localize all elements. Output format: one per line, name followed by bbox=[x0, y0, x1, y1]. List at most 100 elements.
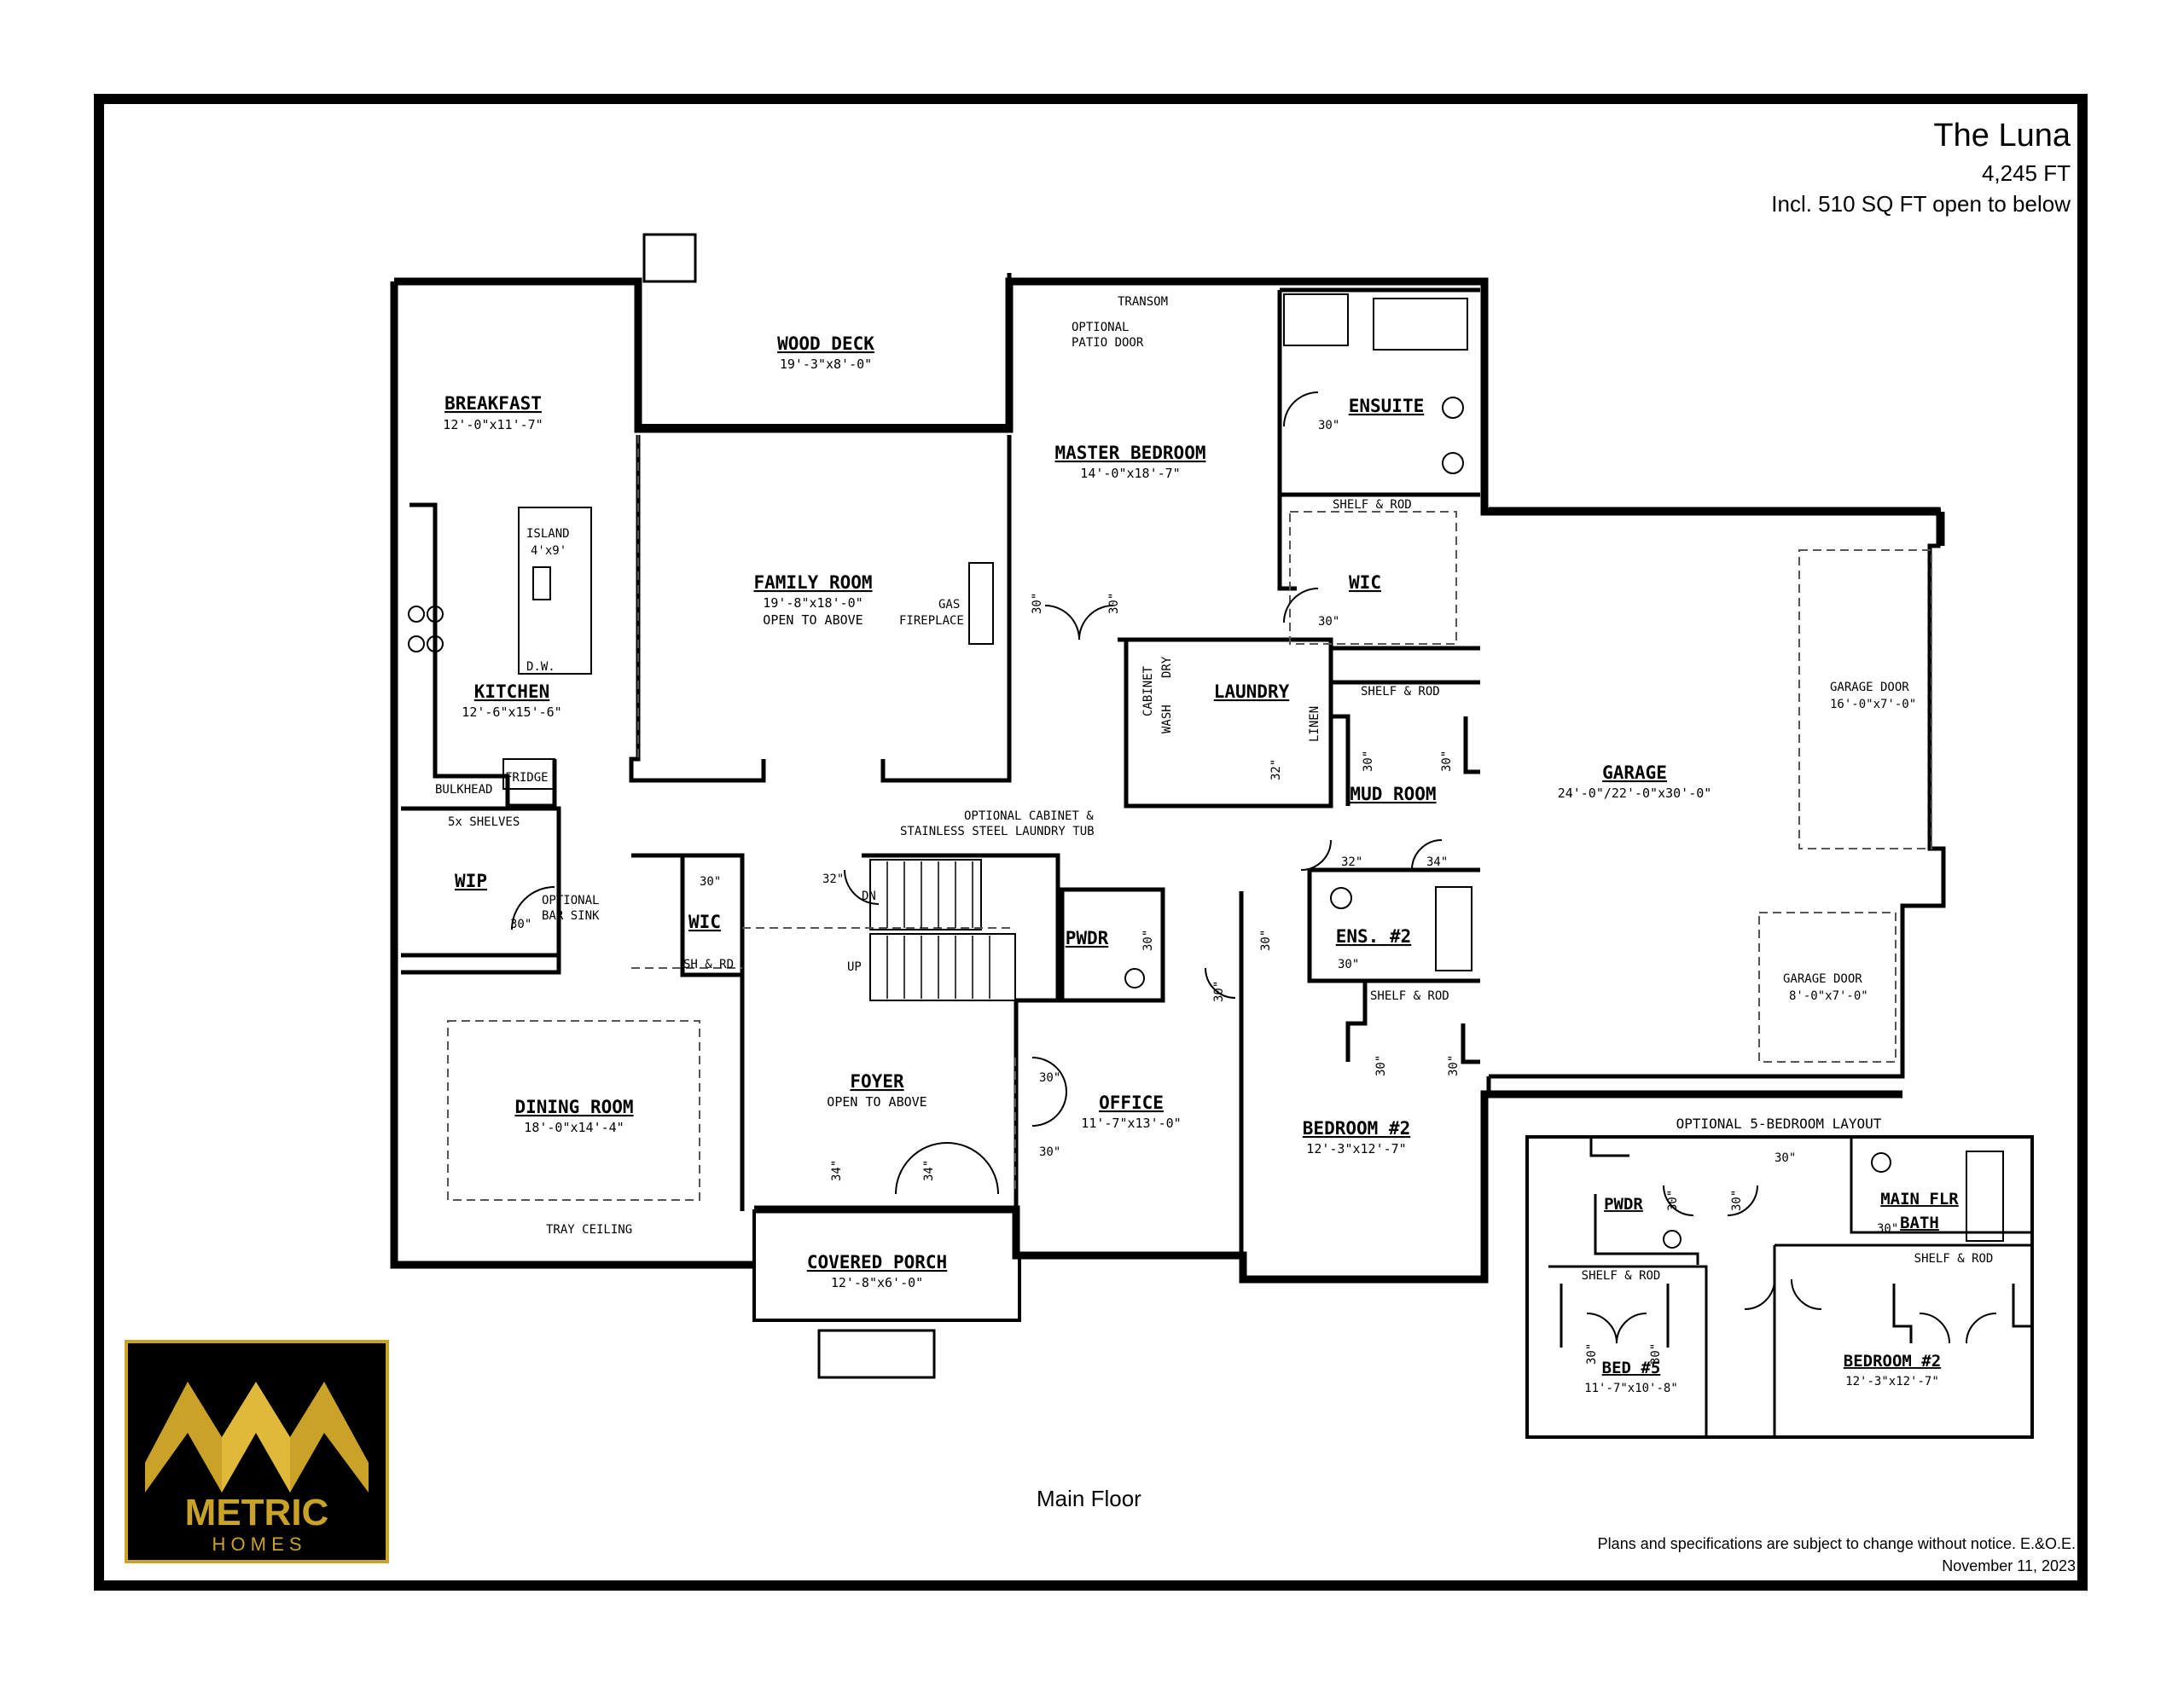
note-bar-sink-1: OPTIONAL bbox=[542, 894, 599, 907]
door-size-mud-entry: 32" bbox=[1341, 855, 1362, 869]
label-laundry: LAUNDRY bbox=[1214, 681, 1290, 702]
inset-shelf-rod-left: SHELF & ROD bbox=[1582, 1269, 1661, 1283]
room-dimensions: 19'-3"x8'-0" 12'-0"x11'-7" 14'-0"x18'-7"… bbox=[443, 357, 1711, 1290]
note-shelves: 5x SHELVES bbox=[448, 815, 520, 829]
note-wash: WASH bbox=[1160, 704, 1174, 733]
fixtures bbox=[408, 293, 1472, 988]
note-foyer-open: OPEN TO ABOVE bbox=[827, 1094, 926, 1110]
note-patio-2: PATIO DOOR bbox=[1072, 336, 1144, 350]
interior-walls bbox=[401, 273, 1480, 1254]
label-covered-porch: COVERED PORCH bbox=[807, 1252, 947, 1272]
door-size-laundry: 32" bbox=[1269, 759, 1283, 780]
note-cabinet: CABINET bbox=[1141, 665, 1155, 716]
inset-door-size-6: 30" bbox=[1649, 1343, 1663, 1365]
note-sh-rd: SH & RD bbox=[683, 958, 734, 971]
dims-bedroom-2: 12'-3"x12'-7" bbox=[1306, 1141, 1406, 1157]
square-footage: 4,245 FT bbox=[1981, 160, 2071, 186]
garage-walls bbox=[1486, 507, 1946, 1096]
label-wic-front: WIC bbox=[688, 912, 721, 932]
inset-bedroom2: BEDROOM #2 bbox=[1844, 1352, 1941, 1371]
dims-dining-room: 18'-0"x14'-4" bbox=[524, 1120, 624, 1135]
door-size-mud-right: 30" bbox=[1440, 751, 1454, 772]
note-island-1: ISLAND bbox=[526, 527, 570, 541]
inset-door-size-4: 30" bbox=[1877, 1222, 1898, 1236]
note-linen: LINEN bbox=[1308, 706, 1321, 742]
door-size-mud-left: 30" bbox=[1362, 751, 1375, 772]
door-size-ens2-inner: 30" bbox=[1338, 958, 1359, 971]
note-shelf-rod-2: SHELF & ROD bbox=[1361, 685, 1440, 699]
door-size-master-right: 30" bbox=[1107, 593, 1121, 614]
inset-door-size-3: 30" bbox=[1730, 1190, 1744, 1211]
door-size-ensuite: 30" bbox=[1318, 419, 1339, 432]
inset-pwdr: PWDR bbox=[1604, 1195, 1643, 1214]
dims-covered-porch: 12'-8"x6'-0" bbox=[831, 1275, 923, 1290]
room-labels: WOOD DECK BREAKFAST MASTER BEDROOM ENSUI… bbox=[444, 333, 1667, 1272]
label-mud-room: MUD ROOM bbox=[1350, 784, 1436, 804]
label-dining-room: DINING ROOM bbox=[514, 1097, 633, 1117]
label-family-room: FAMILY ROOM bbox=[753, 572, 872, 593]
dims-office: 11'-7"x13'-0" bbox=[1081, 1116, 1181, 1131]
inset-bedroom2-dims: 12'-3"x12'-7" bbox=[1845, 1375, 1939, 1388]
door-size-wip: 30" bbox=[510, 918, 531, 931]
note-bulkhead: BULKHEAD bbox=[435, 783, 492, 797]
door-size-office-top: 30" bbox=[1039, 1071, 1060, 1085]
label-pwdr: PWDR bbox=[1066, 928, 1109, 948]
label-wood-deck: WOOD DECK bbox=[777, 333, 874, 354]
door-size-front-left: 34" bbox=[830, 1160, 844, 1181]
door-size-stairs: 32" bbox=[822, 872, 844, 886]
dims-family-room: 19'-8"x18'-0" bbox=[763, 595, 863, 611]
metric-homes-logo: METRIC H O M E S bbox=[125, 1340, 389, 1563]
note-gas-1: GAS bbox=[938, 598, 960, 612]
label-breakfast: BREAKFAST bbox=[444, 393, 542, 414]
note-stairs-up: UP bbox=[847, 960, 862, 974]
note-opt-cab-1: OPTIONAL CABINET & bbox=[964, 809, 1094, 823]
dims-garage: 24'-0"/22'-0"x30'-0" bbox=[1558, 786, 1712, 801]
door-size-wic-front: 30" bbox=[700, 875, 721, 889]
door-size-garage-entry: 34" bbox=[1426, 855, 1448, 869]
inset-main-bath-2: BATH bbox=[1900, 1214, 1939, 1232]
porch bbox=[752, 1209, 1021, 1379]
label-garage: GARAGE bbox=[1602, 762, 1667, 783]
dims-kitchen: 12'-6"x15'-6" bbox=[462, 704, 561, 720]
note-shelf-rod-1: SHELF & ROD bbox=[1333, 498, 1412, 512]
inset-bed5: BED #5 bbox=[1602, 1359, 1661, 1377]
note-fridge: FRIDGE bbox=[505, 771, 549, 785]
page-frame bbox=[94, 94, 2088, 1591]
logo-mark-icon: METRIC H O M E S bbox=[145, 1382, 369, 1555]
dims-breakfast: 12'-0"x11'-7" bbox=[443, 417, 543, 432]
label-foyer: FOYER bbox=[850, 1071, 904, 1092]
note-garage-door-1-dims: 16'-0"x7'-0" bbox=[1830, 698, 1916, 711]
door-swings bbox=[511, 391, 1443, 1195]
stair-treads bbox=[886, 861, 990, 999]
label-kitchen: KITCHEN bbox=[474, 681, 550, 702]
logo-line-2: H O M E S bbox=[212, 1533, 301, 1555]
door-size-wic: 30" bbox=[1318, 615, 1339, 629]
note-dry: DRY bbox=[1160, 656, 1174, 678]
floor-caption: Main Floor bbox=[1037, 1486, 1141, 1511]
note-opt-cab-2: STAINLESS STEEL LAUNDRY TUB bbox=[900, 825, 1095, 838]
logo-line-1: METRIC bbox=[185, 1492, 329, 1533]
inset-door-size-2: 30" bbox=[1666, 1190, 1680, 1211]
label-office: OFFICE bbox=[1099, 1093, 1164, 1113]
note-garage-door-1: GARAGE DOOR bbox=[1830, 681, 1909, 694]
note-dw: D.W. bbox=[526, 660, 555, 674]
plan-notes: TRANSOM OPTIONAL PATIO DOOR ISLAND 4'x9'… bbox=[435, 295, 1916, 1237]
inset-bed5-dims: 11'-7"x10'-8" bbox=[1584, 1382, 1678, 1395]
door-size-pwdr: 30" bbox=[1141, 930, 1155, 951]
inset-5-bedroom: OPTIONAL 5-BEDROOM LAYOUT PWDR MAIN FLR … bbox=[1525, 1116, 2034, 1439]
label-ens-2: ENS. #2 bbox=[1336, 926, 1412, 947]
inset-title: OPTIONAL 5-BEDROOM LAYOUT bbox=[1676, 1116, 1882, 1132]
open-to-below-note: Incl. 510 SQ FT open to below bbox=[1771, 191, 2071, 217]
label-ensuite: ENSUITE bbox=[1349, 396, 1425, 416]
note-transom: TRANSOM bbox=[1118, 295, 1168, 309]
dims-wood-deck: 19'-3"x8'-0" bbox=[780, 357, 872, 372]
door-size-bed2-closet-right: 30" bbox=[1447, 1055, 1461, 1076]
dims-master-bedroom: 14'-0"x18'-7" bbox=[1080, 466, 1180, 481]
note-garage-door-2-dims: 8'-0"x7'-0" bbox=[1789, 989, 1868, 1003]
disclaimer: Plans and specifications are subject to … bbox=[1597, 1535, 2076, 1552]
inset-shelf-rod-right: SHELF & ROD bbox=[1914, 1252, 1994, 1266]
note-garage-door-2: GARAGE DOOR bbox=[1783, 972, 1862, 986]
wood-deck bbox=[636, 233, 1012, 429]
model-title: The Luna bbox=[1933, 118, 2071, 154]
